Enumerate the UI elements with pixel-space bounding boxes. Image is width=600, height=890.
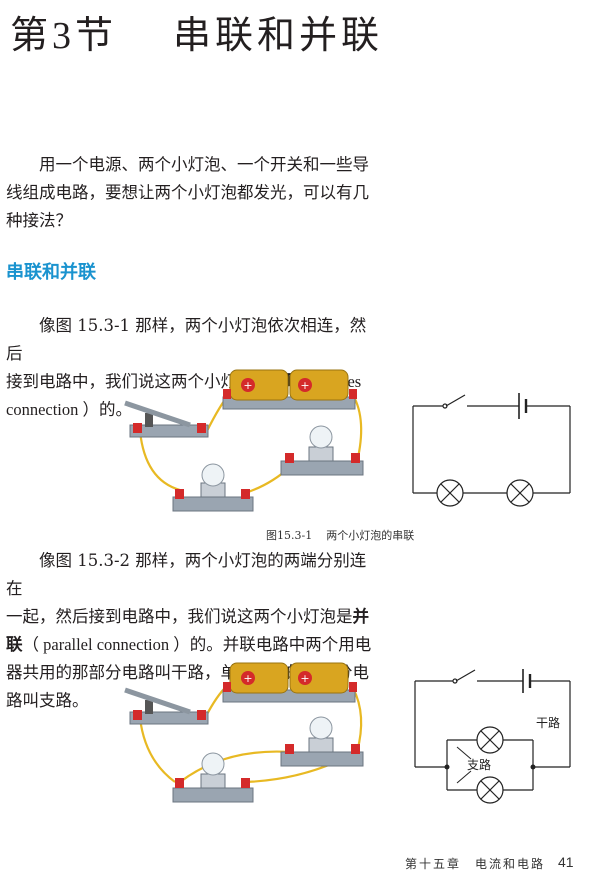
bulb-icon — [201, 463, 225, 487]
svg-text:+: + — [300, 379, 309, 392]
switch-base — [129, 711, 209, 725]
title-name: 串联和并联 — [173, 13, 384, 57]
battery-cell-1 — [229, 369, 289, 401]
lamp-socket — [308, 737, 334, 753]
p1-line-3: connection ）的。 — [6, 400, 133, 419]
bulb-icon — [201, 752, 225, 776]
intro-line-2: 线组成电路，要想让两个小灯泡都发光，可以有几 — [6, 183, 369, 202]
terminal — [197, 710, 206, 720]
branch-pointer — [456, 746, 472, 760]
section-heading: 串联和并联 — [6, 262, 96, 283]
terminal — [241, 778, 250, 788]
svg-text:+: + — [243, 672, 252, 685]
parallel-paragraph: 像图 15.3-2 那样，两个小灯泡的两端分别连在 一起，然后接到电路中，我们说… — [6, 547, 378, 715]
figure-1-text: 两个小灯泡的串联 — [326, 529, 415, 542]
battery-cell-1 — [229, 662, 289, 694]
figure-1-label: 图15.3-1 — [266, 529, 313, 542]
trunk-label: 干路 — [536, 715, 560, 730]
terminal — [349, 389, 357, 399]
title-section: 第 — [10, 13, 53, 57]
terminal — [133, 710, 142, 720]
terminal — [197, 423, 206, 433]
parallel-circuit-illustration: + + — [124, 662, 364, 803]
bulb-icon — [309, 425, 333, 449]
switch-post — [145, 700, 153, 714]
switch-lever — [124, 400, 191, 428]
switch-post — [145, 413, 153, 427]
title-number: 3 — [52, 15, 76, 57]
parallel-circuit-diagram: 干路 支路 — [414, 669, 571, 804]
terminal — [351, 744, 360, 754]
lamp-base — [172, 496, 254, 512]
lamp-symbol-icon — [436, 479, 464, 507]
lamp-socket — [308, 446, 334, 462]
section-title: 第3节 串联和并联 — [10, 4, 383, 59]
battery-cell-2 — [289, 369, 349, 401]
page-number: 41 — [558, 854, 574, 870]
lamp-socket — [200, 773, 226, 789]
series-circuit-illustration: + + — [124, 369, 364, 512]
lamp-symbol-icon — [476, 776, 504, 804]
bulb-icon — [309, 716, 333, 740]
terminal — [349, 682, 357, 692]
intro-line-3: 种接法？ — [6, 211, 72, 230]
plus-icon — [298, 671, 312, 685]
lamp-base — [280, 460, 364, 476]
chapter-footer: 第十五章 电流和电路 — [405, 857, 546, 871]
switch-base — [129, 424, 209, 438]
title-suffix: 节 — [75, 13, 118, 57]
wire — [179, 750, 291, 783]
junction-dot — [444, 764, 450, 770]
terminal — [175, 778, 184, 788]
terminal — [223, 389, 231, 399]
term-parallel-b: 联 — [6, 635, 23, 654]
p2-line-1: 像图 15.3-2 那样，两个小灯泡的两端分别连在 — [6, 551, 367, 598]
battery-cell-2 — [289, 662, 349, 694]
series-circuit-diagram — [412, 393, 571, 507]
intro-paragraph: 用一个电源、两个小灯泡、一个开关和一些导 线组成电路，要想让两个小灯泡都发光，可… — [6, 151, 378, 235]
wire — [138, 430, 181, 492]
p1-line-2a: 接到电路中，我们说这两个小灯泡是 — [6, 372, 270, 391]
svg-text:+: + — [243, 379, 252, 392]
terminal — [241, 489, 250, 499]
intro-line-1: 用一个电源、两个小灯泡、一个开关和一些导 — [39, 155, 369, 174]
lamp-base — [280, 751, 364, 767]
figure-1-caption: 图15.3-1 两个小灯泡的串联 — [266, 527, 414, 543]
plus-icon — [241, 378, 255, 392]
terminal — [133, 423, 142, 433]
switch-lever — [124, 687, 191, 715]
branch-pointer — [456, 770, 472, 784]
p2-line-3: （ parallel connection ）的。并联电路中两个用电 — [22, 635, 372, 654]
p2-line-5: 路叫支路。 — [6, 691, 89, 710]
branch-label: 支路 — [467, 757, 491, 772]
terminal — [285, 453, 294, 463]
p2-line-2a: 一起，然后接到电路中，我们说这两个小灯泡是 — [6, 607, 353, 626]
p1-line-1: 像图 15.3-1 那样，两个小灯泡依次相连，然后 — [6, 316, 367, 363]
lamp-base — [172, 787, 254, 803]
lamp-symbol-icon — [506, 479, 534, 507]
terminal — [175, 489, 184, 499]
wire — [138, 717, 176, 783]
svg-text:+: + — [300, 672, 309, 685]
terminal — [223, 682, 231, 692]
term-parallel-a: 并 — [352, 607, 370, 626]
terminal — [351, 453, 360, 463]
junction-dot — [530, 764, 536, 770]
plus-icon — [298, 378, 312, 392]
plus-icon — [241, 671, 255, 685]
lamp-symbol-icon — [476, 726, 504, 754]
terminal — [285, 744, 294, 754]
